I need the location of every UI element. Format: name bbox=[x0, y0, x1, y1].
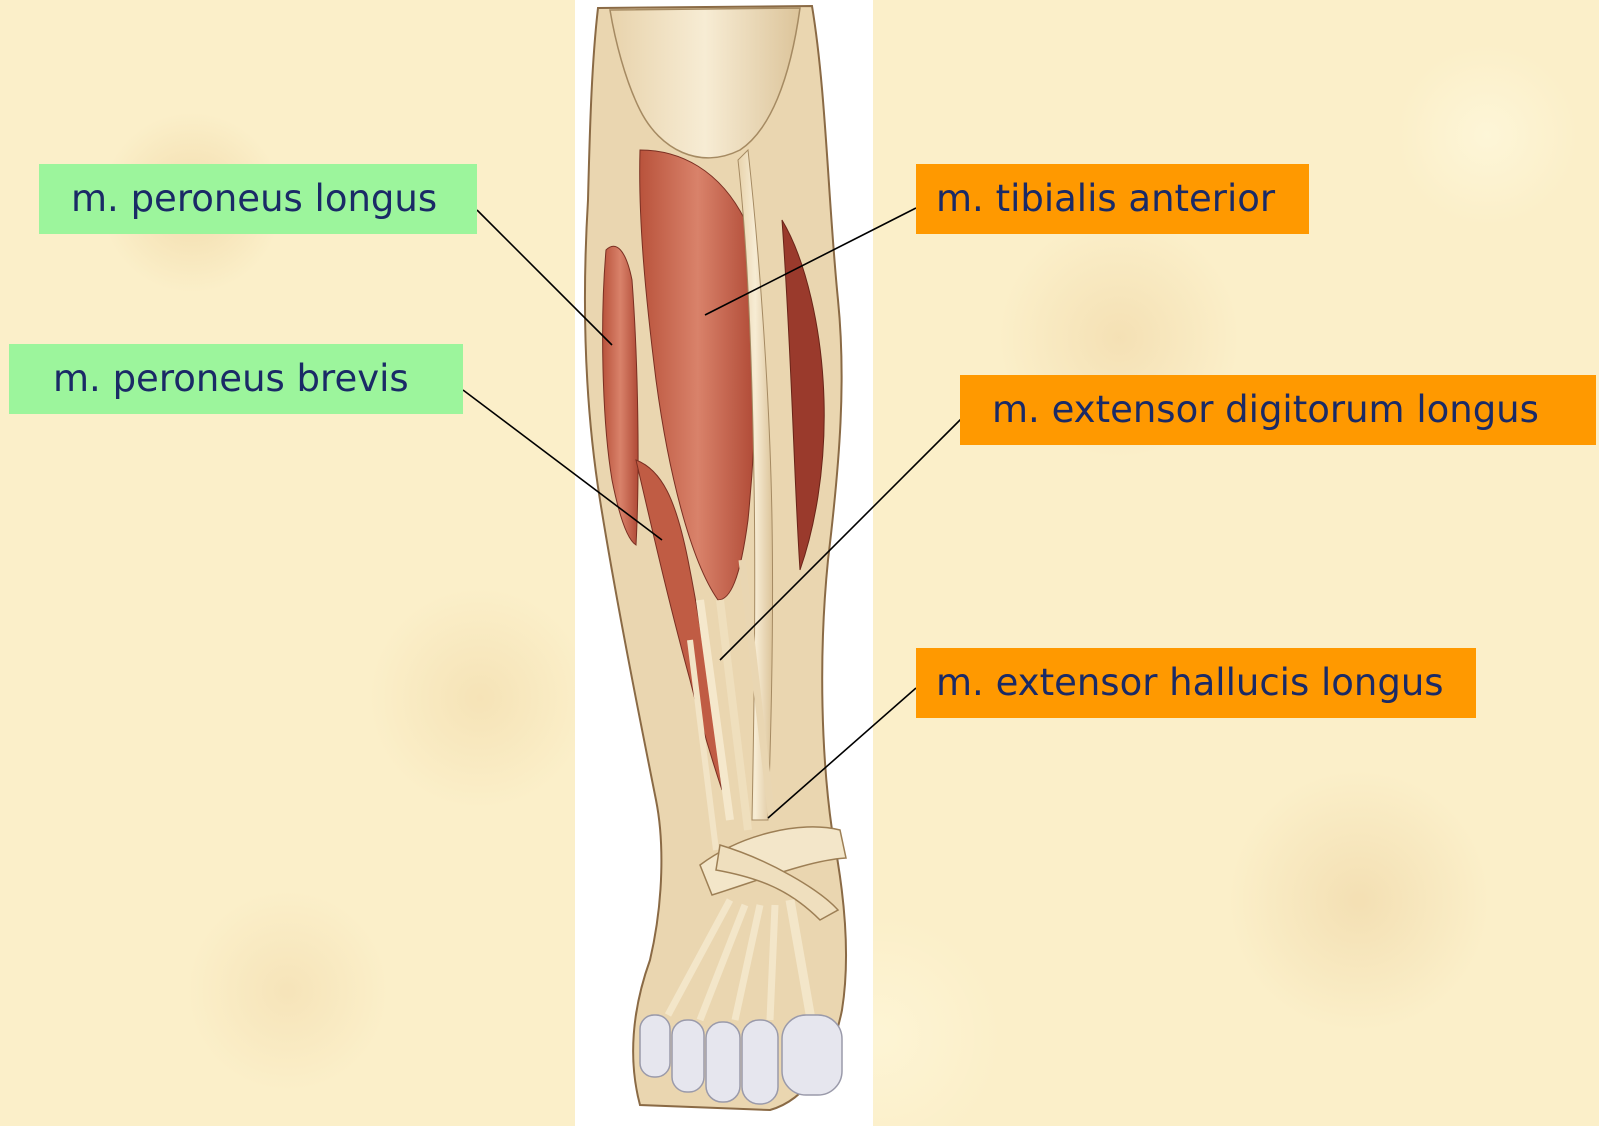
foot-tendon-4 bbox=[770, 905, 775, 1020]
toe-4 bbox=[672, 1020, 704, 1092]
toe-5 bbox=[640, 1015, 670, 1077]
label-peroneus-longus: m. peroneus longus bbox=[39, 164, 477, 234]
label-tibialis-anterior: m. tibialis anterior bbox=[916, 164, 1309, 234]
label-peroneus-brevis: m. peroneus brevis bbox=[9, 344, 463, 414]
toe-1 bbox=[782, 1015, 842, 1095]
label-extensor-hallucis-longus: m. extensor hallucis longus bbox=[916, 648, 1476, 718]
label-extensor-digitorum-longus: m. extensor digitorum longus bbox=[960, 375, 1596, 445]
toe-2 bbox=[742, 1020, 778, 1104]
toe-3 bbox=[706, 1022, 740, 1102]
